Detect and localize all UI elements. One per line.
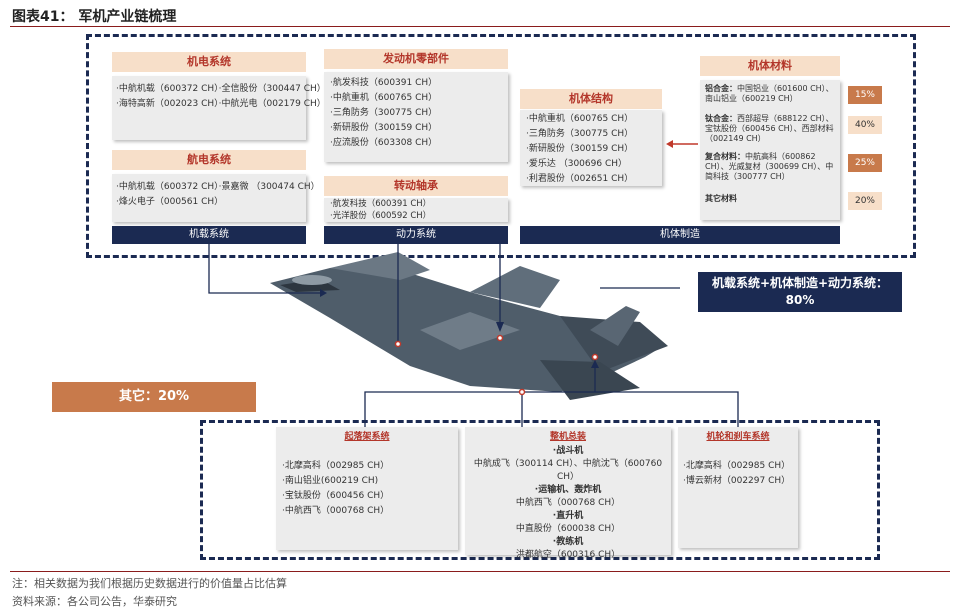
hangdian-box: ·中航机载（600372 CH）·景嘉微 （300474 CH） ·烽火电子（0…	[112, 174, 320, 222]
materials-item-titanium: 钛合金：西部超导（688122 CH）、宝钛股份（600456 CH）、西部材料…	[705, 114, 835, 152]
power-bar: 动力系统	[324, 226, 508, 244]
pct-composite: 25%	[848, 154, 882, 172]
materials-item-label: 铝合金：	[705, 84, 737, 93]
hangdian-line: ·烽火电子（000561 CH）	[116, 197, 224, 207]
materials-item-text: 西部超导（688122 CH）、宝钛股份（600456 CH）、西部材料（002…	[705, 114, 834, 143]
pct-titanium: 40%	[848, 116, 882, 134]
pct-aluminum: 15%	[848, 86, 882, 104]
jidian-line: ·中航机载（600372 CH）·全信股份（300447 CH）	[116, 84, 326, 94]
structure-line: ·中航重机（600765 CH）	[526, 114, 634, 124]
bearing-line: ·光洋股份（600592 CH）	[330, 211, 432, 221]
landing-line: ·宝钛股份（600456 CH）	[282, 491, 390, 501]
engine-box: ·航发科技（600391 CH） ·中航重机（600765 CH） ·三角防务（…	[324, 72, 508, 162]
assembly-companies: 中航西飞（000768 CH）	[515, 498, 621, 508]
hangdian-header: 航电系统	[112, 150, 306, 170]
other-share-label: 其它：20%	[52, 382, 256, 412]
structure-header: 机体结构	[520, 89, 662, 109]
structure-line: ·新研股份（300159 CH）	[526, 144, 634, 154]
assembly-companies: 洪都航空（600316 CH）	[515, 550, 621, 560]
airborne-bar: 机载系统	[112, 226, 306, 244]
engine-line: ·新研股份（300159 CH）	[330, 123, 438, 133]
landing-line: ·中航西飞（000768 CH）	[282, 506, 390, 516]
materials-box: 铝合金：中国铝业（601600 CH）、南山铝业（600219 CH） 钛合金：…	[700, 80, 840, 220]
bottom-frame	[200, 420, 880, 560]
assembly-companies: 中航成飞（300114 CH）、中航沈飞（600760 CH）	[473, 459, 663, 482]
share-callout-line2: 80%	[785, 293, 815, 307]
wheels-box: 机轮和刹车系统 ·北摩高科（002985 CH） ·博云新材（002297 CH…	[678, 427, 798, 548]
assembly-category: ·运输机、轰炸机	[534, 485, 602, 495]
share-callout-line1: 机载系统+机体制造+动力系统：	[711, 276, 889, 290]
engine-header: 发动机零部件	[324, 49, 508, 69]
hangdian-line: ·中航机载（600372 CH）·景嘉微 （300474 CH）	[116, 182, 320, 192]
materials-item-label: 复合材料：	[705, 152, 745, 161]
assembly-category: ·教练机	[552, 537, 584, 547]
engine-line: ·航发科技（600391 CH）	[330, 78, 438, 88]
engine-line: ·三角防务（300775 CH）	[330, 108, 438, 118]
materials-item-composite: 复合材料：中航高科（600862 CH）、光威复材（300699 CH）、中简科…	[705, 152, 835, 194]
engine-line: ·中航重机（600765 CH）	[330, 93, 438, 103]
wheels-line: ·博云新材（002297 CH）	[683, 476, 791, 486]
airframe-bar: 机体制造	[520, 226, 840, 244]
assembly-companies: 中直股份（600038 CH）	[515, 524, 621, 534]
materials-header: 机体材料	[700, 56, 840, 76]
assembly-category: ·直升机	[552, 511, 584, 521]
materials-item-aluminum: 铝合金：中国铝业（601600 CH）、南山铝业（600219 CH）	[705, 84, 835, 114]
assembly-header: 整机总装	[549, 432, 586, 442]
engine-line: ·应流股份（603308 CH）	[330, 138, 438, 148]
bearing-header: 转动轴承	[324, 176, 508, 196]
arrow-left-icon	[666, 140, 698, 148]
wheels-line: ·北摩高科（002985 CH）	[683, 461, 791, 471]
bearing-box: ·航发科技（600391 CH） ·光洋股份（600592 CH）	[324, 198, 508, 222]
materials-item-text: 中航高科（600862 CH）、光威复材（300699 CH）、中简科技（300…	[705, 152, 834, 181]
jidian-line: ·海特高新（002023 CH）·中航光电（002179 CH）	[116, 99, 326, 109]
structure-line: ·利君股份（002651 CH）	[526, 174, 634, 184]
footer-divider	[10, 571, 950, 572]
footer-source: 资料来源：各公司公告，华泰研究	[12, 595, 177, 608]
materials-item-other: 其它材料	[705, 194, 835, 204]
structure-box: ·中航重机（600765 CH） ·三角防务（300775 CH） ·新研股份（…	[520, 110, 662, 186]
assembly-box: 整机总装 ·战斗机 中航成飞（300114 CH）、中航沈飞（600760 CH…	[465, 427, 671, 560]
structure-line: ·爱乐达 （300696 CH）	[526, 159, 627, 169]
wheels-header: 机轮和刹车系统	[706, 432, 770, 442]
bearing-line: ·航发科技（600391 CH）	[330, 199, 432, 209]
top-frame	[86, 34, 916, 258]
figure-title: 图表41： 军机产业链梳理	[12, 9, 177, 25]
fighter-jet-illustration	[270, 252, 668, 400]
structure-line: ·三角防务（300775 CH）	[526, 129, 634, 139]
footer-note: 注：相关数据为我们根据历史数据进行的价值量占比估算	[12, 577, 287, 590]
pct-other: 20%	[848, 192, 882, 210]
materials-item-label: 其它材料	[705, 194, 737, 203]
landing-header: 起落架系统	[344, 432, 390, 442]
landing-box: 起落架系统 ·北摩高科（002985 CH） ·南山铝业(600219 CH) …	[276, 427, 458, 550]
jidian-box: ·中航机载（600372 CH）·全信股份（300447 CH） ·海特高新（0…	[112, 76, 326, 140]
landing-line: ·北摩高科（002985 CH）	[282, 461, 390, 471]
landing-line: ·南山铝业(600219 CH)	[282, 476, 379, 486]
materials-item-text: 中国铝业（601600 CH）、南山铝业（600219 CH）	[705, 84, 834, 103]
title-divider	[10, 26, 950, 27]
materials-item-label: 钛合金：	[705, 114, 737, 123]
assembly-category: ·战斗机	[552, 446, 584, 456]
share-callout: 机载系统+机体制造+动力系统： 80%	[698, 272, 902, 312]
jidian-header: 机电系统	[112, 52, 306, 72]
